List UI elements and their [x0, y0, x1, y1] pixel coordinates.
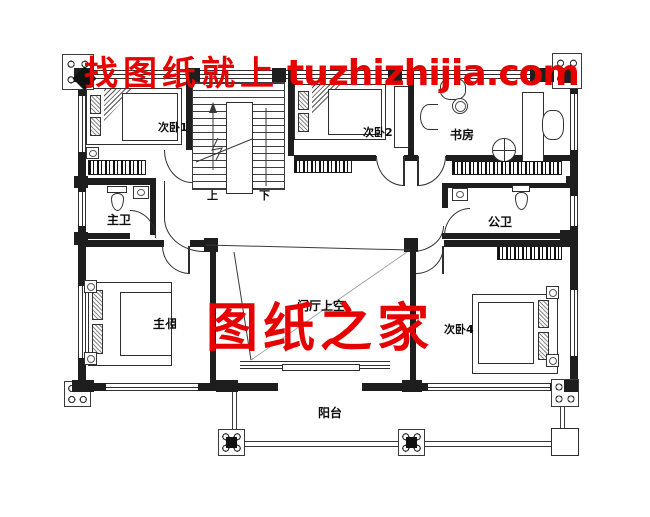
wall-segment: [408, 70, 414, 155]
cabinet: [294, 160, 352, 173]
door-leaf: [403, 156, 405, 186]
wall-segment: [294, 155, 376, 161]
wall-segment: [86, 178, 156, 185]
wall-segment: [288, 70, 294, 156]
bed-pillow: [538, 300, 549, 328]
wall-segment: [442, 183, 572, 188]
column: [560, 230, 578, 244]
balcony-post-line: [560, 406, 565, 430]
label-bedroom4: 次卧4: [444, 323, 474, 336]
label-master-bedroom: 主卧: [153, 317, 178, 331]
hall-wall-line: [164, 181, 166, 219]
column: [564, 380, 578, 392]
balcony-post-line: [232, 391, 237, 432]
wall-segment: [210, 247, 216, 383]
nightstand: [84, 280, 97, 293]
wardrobe: [497, 246, 562, 260]
sink: [452, 188, 468, 201]
label-stair-up: 上: [207, 189, 218, 202]
door-leaf: [188, 246, 190, 274]
wall-segment: [150, 183, 156, 235]
window: [428, 383, 550, 391]
watermark-top-domain: tuzhizhijia.com: [287, 53, 580, 94]
stool: [452, 98, 468, 114]
wall-segment: [444, 240, 576, 247]
armchair: [440, 78, 466, 100]
column: [74, 232, 88, 245]
wall-segment: [86, 240, 164, 247]
nightstand: [84, 352, 97, 365]
column: [74, 176, 88, 188]
lounge-chair: [420, 104, 438, 130]
wall-segment: [186, 70, 192, 150]
bed-pillow: [92, 324, 103, 354]
door-leaf: [442, 246, 444, 274]
window: [570, 94, 578, 150]
nightstand: [546, 354, 559, 367]
label-bedroom2: 次卧2: [363, 126, 393, 139]
window: [78, 192, 86, 226]
label-foyer-void: 门厅上空: [297, 299, 346, 313]
column: [186, 68, 200, 82]
bed-pillow: [92, 290, 103, 320]
door-leaf: [417, 156, 419, 186]
label-shared-bath: 公卫: [488, 215, 513, 229]
label-study: 书房: [450, 128, 475, 142]
wardrobe: [452, 161, 562, 175]
window-sill: [282, 364, 360, 371]
bed-pillow: [298, 113, 309, 132]
wall-segment: [442, 186, 448, 208]
wall-segment: [410, 247, 416, 383]
label-balcony: 阳台: [318, 406, 343, 420]
toilet-tank: [512, 185, 530, 192]
column: [388, 68, 402, 82]
window: [78, 96, 86, 152]
bed-pillow: [90, 117, 101, 136]
balcony-column: [218, 429, 245, 456]
label-bedroom1: 次卧1: [158, 121, 188, 134]
column: [558, 68, 576, 83]
quilt: [122, 93, 178, 141]
wall-segment: [86, 233, 130, 239]
window: [570, 196, 578, 226]
nightstand: [546, 286, 559, 299]
sink: [133, 186, 149, 199]
closet: [394, 86, 409, 148]
watermark-center: 图纸之家: [206, 299, 435, 359]
column: [530, 68, 554, 82]
watermark-top-cn: 找图纸就上: [84, 54, 279, 94]
column: [72, 380, 94, 392]
wall-segment: [442, 233, 576, 239]
label-stair-down: 下: [259, 189, 270, 202]
toilet: [111, 193, 124, 211]
quilt: [120, 292, 172, 356]
bed-pillow: [298, 91, 309, 110]
column: [272, 68, 286, 82]
desk-chair: [542, 110, 564, 140]
balcony-column: [551, 428, 579, 456]
bed-pillow: [538, 332, 549, 360]
balcony-door-opening: [278, 383, 362, 391]
balcony-railing: [232, 441, 558, 447]
toilet-tank: [107, 186, 127, 193]
toilet: [515, 192, 528, 210]
window: [106, 383, 198, 391]
column: [404, 238, 418, 252]
column: [216, 380, 238, 392]
label-master-bath: 主卫: [107, 213, 132, 227]
wardrobe: [88, 160, 146, 175]
nightstand: [86, 147, 99, 159]
wall-segment: [404, 155, 418, 161]
column: [402, 380, 422, 392]
column: [566, 176, 578, 188]
window: [570, 290, 578, 356]
wall-segment: [78, 70, 86, 391]
window: [78, 70, 578, 79]
window: [78, 286, 86, 358]
quilt: [478, 302, 534, 364]
bed-pillow: [90, 95, 101, 114]
quilt: [328, 89, 382, 135]
balcony-column: [398, 429, 425, 456]
